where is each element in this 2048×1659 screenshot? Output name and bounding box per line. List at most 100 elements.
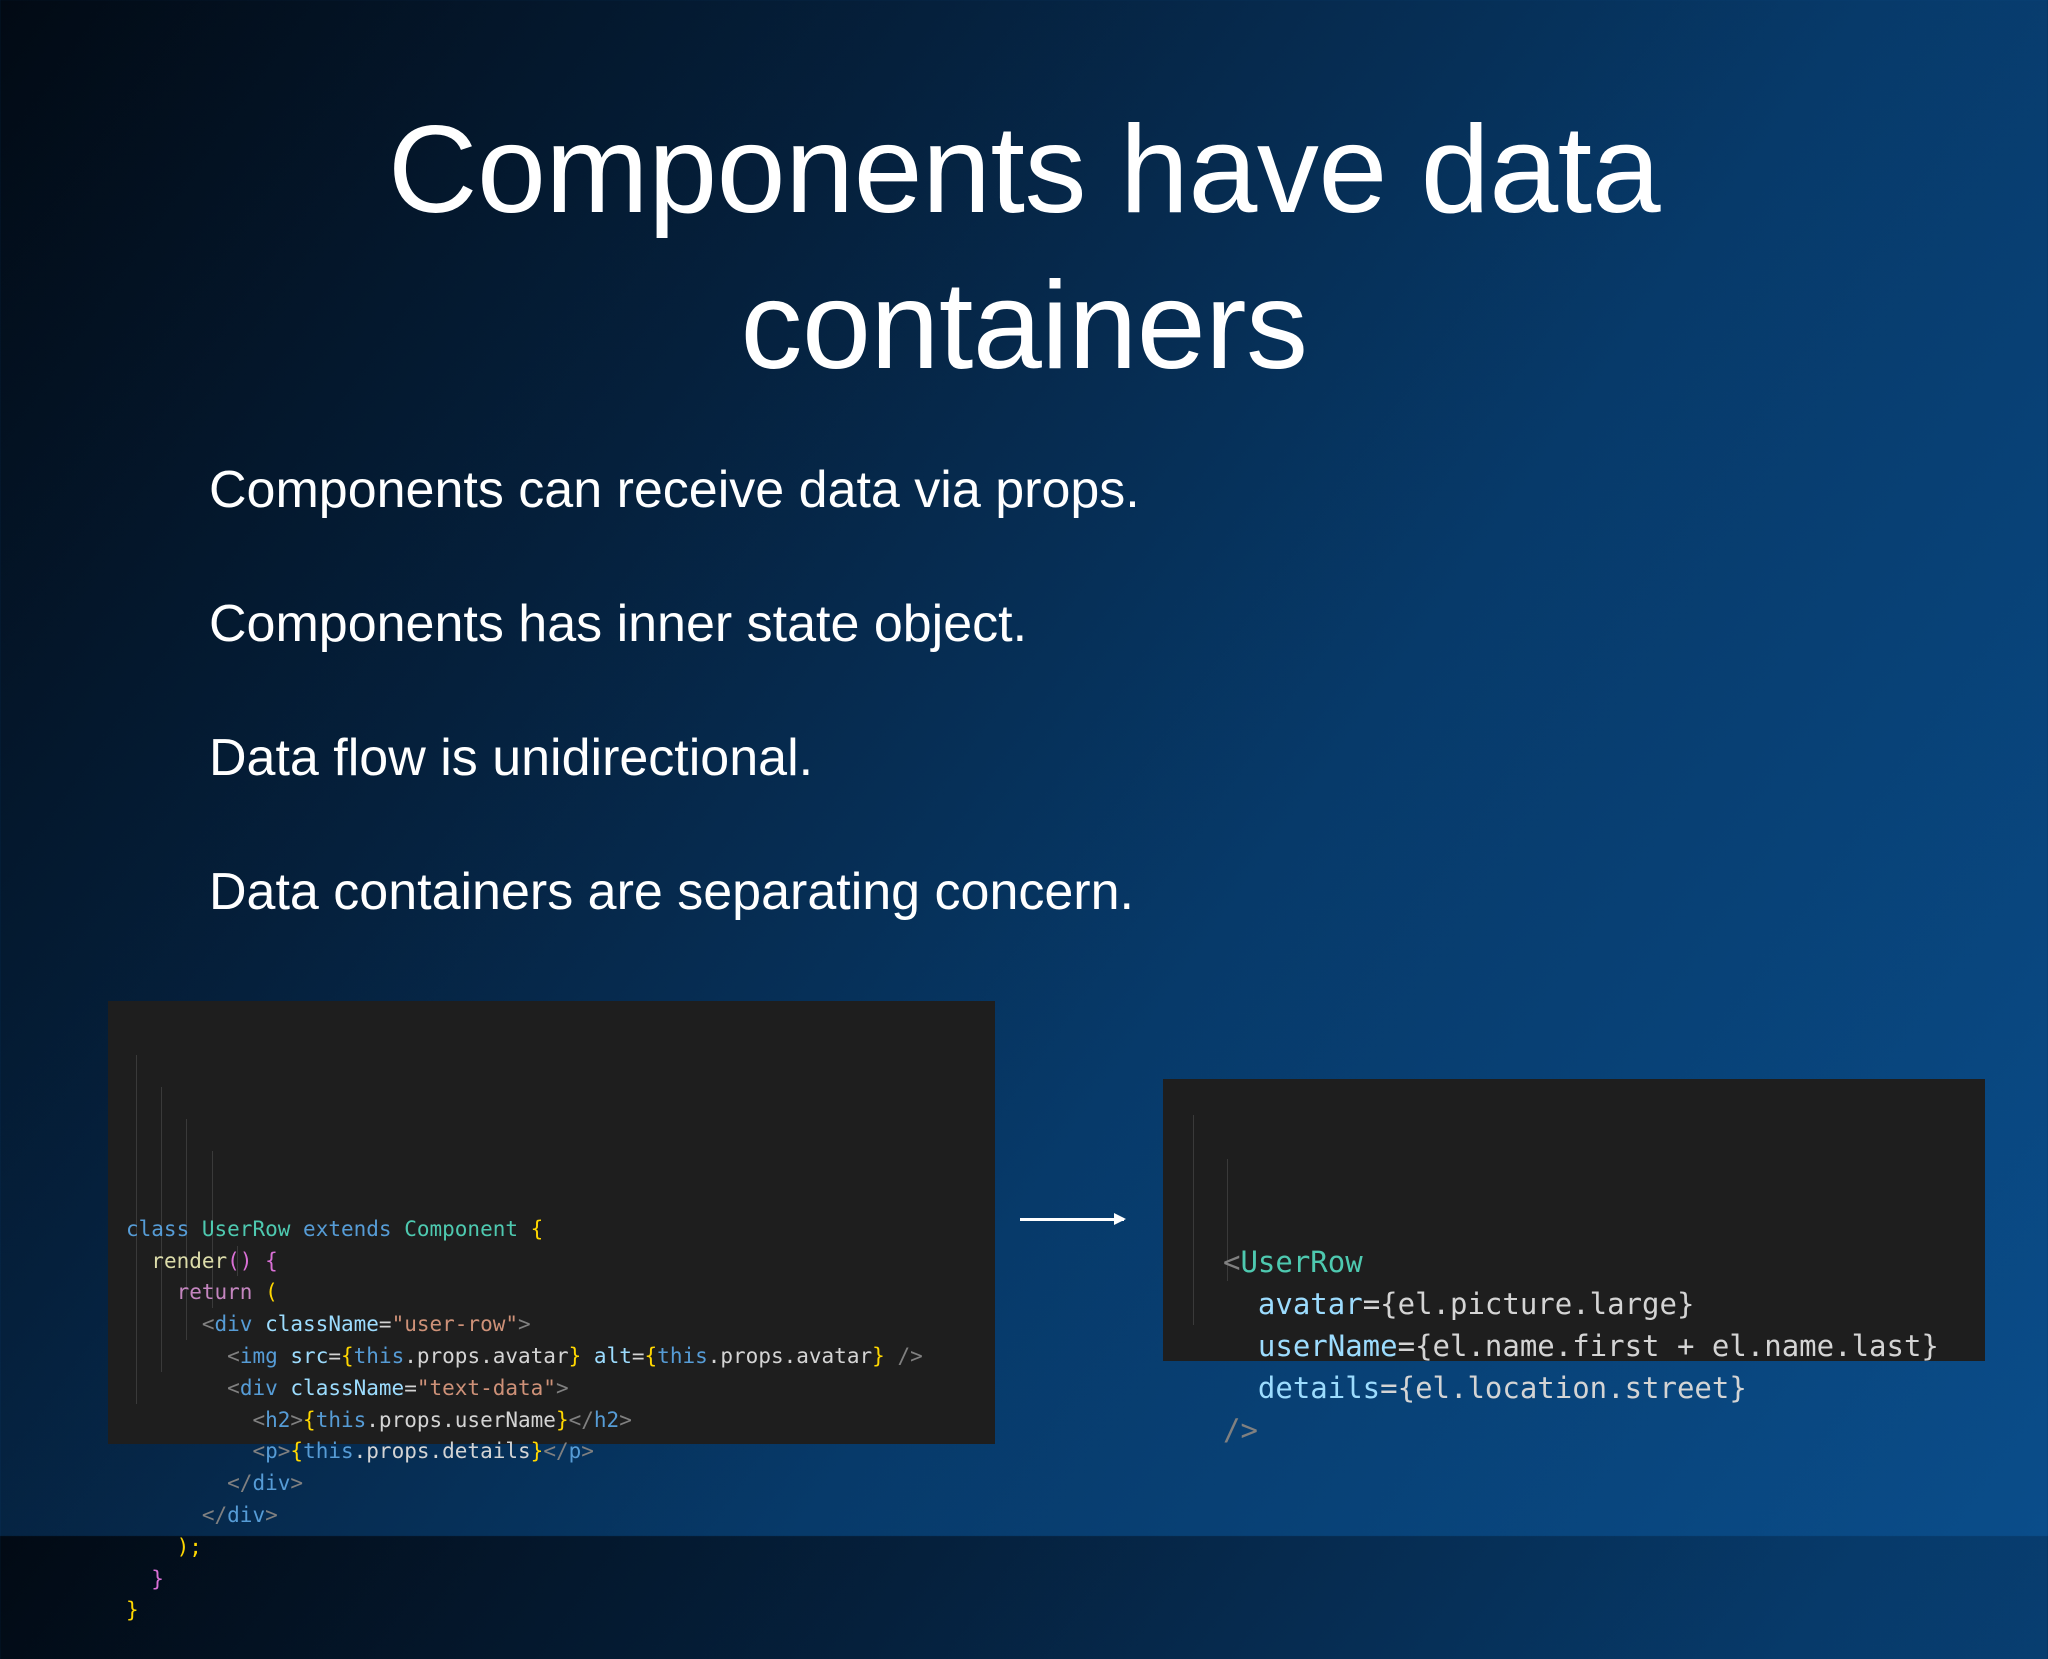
- brace: }: [126, 1598, 139, 1623]
- tag-bracket: >: [555, 1375, 569, 1400]
- indent-guide: [1193, 1115, 1194, 1325]
- bullet-item: Data flow is unidirectional.: [209, 729, 814, 787]
- attr-name: alt: [593, 1343, 632, 1368]
- brace: }: [530, 1439, 544, 1464]
- keyword: class: [126, 1216, 190, 1241]
- code-line: details={el.location.street}: [1223, 1367, 1985, 1409]
- code-block-userrow-usage: <UserRow avatar={el.picture.large} userN…: [1163, 1079, 1985, 1447]
- this-keyword: this: [315, 1407, 367, 1432]
- brace: }: [555, 1407, 569, 1432]
- code-line: />: [1223, 1409, 1985, 1451]
- tag-bracket: >: [277, 1439, 291, 1464]
- slide-title-line-1: Components have data: [387, 101, 1661, 239]
- tag-bracket: </: [543, 1439, 569, 1464]
- tag-bracket: >: [619, 1407, 632, 1432]
- code-line: </div>: [126, 1468, 995, 1500]
- tag-bracket: />: [897, 1343, 923, 1368]
- code-line: class UserRow extends Component {: [126, 1214, 995, 1246]
- indent-guide: [237, 1246, 238, 1276]
- code-line: <h2>{this.props.userName}</h2>: [126, 1405, 995, 1437]
- code-line: <div className="text-data">: [126, 1373, 995, 1405]
- tag-name: div: [252, 1471, 291, 1496]
- indent-guide: [161, 1087, 162, 1372]
- tag-bracket: <: [201, 1312, 215, 1337]
- tag-name: div: [214, 1312, 253, 1337]
- tag-bracket: <: [252, 1407, 266, 1432]
- tag-name: p: [568, 1439, 582, 1464]
- tag-bracket: <: [227, 1375, 240, 1400]
- tag-name: h2: [593, 1407, 620, 1432]
- brace: }: [568, 1343, 582, 1368]
- expression: {el.location.street}: [1397, 1371, 1747, 1405]
- expression: {el.name.first + el.name.last}: [1415, 1329, 1939, 1363]
- keyword: extends: [303, 1216, 392, 1241]
- tag-name: h2: [265, 1407, 291, 1432]
- equals: =: [404, 1375, 417, 1400]
- brace: {: [644, 1343, 658, 1368]
- expression: .props.userName: [366, 1407, 556, 1432]
- equals: =: [328, 1343, 341, 1368]
- class-name: Component: [404, 1216, 519, 1241]
- bullet-item: Components can receive data via props.: [209, 461, 1140, 519]
- brace: {: [290, 1439, 304, 1464]
- indent-guide: [212, 1151, 213, 1308]
- code-line: <p>{this.props.details}</p>: [126, 1436, 995, 1468]
- code-line: <div className="user-row">: [126, 1309, 995, 1341]
- class-name: UserRow: [201, 1216, 291, 1241]
- code-line: }: [126, 1595, 995, 1627]
- code-block-userrow-class: class UserRow extends Component { render…: [108, 1001, 995, 1622]
- code-line: );: [126, 1532, 995, 1564]
- attr-name: className: [290, 1375, 405, 1400]
- tag-bracket: </: [227, 1471, 253, 1496]
- equals: =: [1397, 1329, 1416, 1363]
- code-line: userName={el.name.first + el.name.last}: [1223, 1325, 1985, 1367]
- attr-name: avatar: [1257, 1287, 1363, 1321]
- indent-guide: [136, 1055, 137, 1404]
- this-keyword: this: [303, 1439, 354, 1464]
- code-line: render() {: [126, 1246, 995, 1278]
- code-line: return (: [126, 1277, 995, 1309]
- brace: {: [530, 1216, 544, 1241]
- code-line: <img src={this.props.avatar} alt={this.p…: [126, 1341, 995, 1373]
- method-name: render: [151, 1248, 228, 1273]
- bullet-item: Data containers are separating concern.: [209, 863, 1134, 921]
- brace: }: [872, 1343, 885, 1368]
- tag-bracket: </: [568, 1407, 594, 1432]
- brace: }: [151, 1566, 164, 1591]
- paren: (: [265, 1280, 278, 1305]
- parens: (): [227, 1248, 253, 1273]
- bullet-item: Components has inner state object.: [209, 595, 1028, 653]
- tag-bracket: <: [252, 1439, 266, 1464]
- expression: .props.details: [353, 1439, 531, 1464]
- brace: {: [265, 1248, 278, 1273]
- equals: =: [1380, 1371, 1398, 1405]
- tag-name: p: [265, 1439, 278, 1464]
- paren: );: [176, 1534, 202, 1559]
- code-line: <UserRow: [1223, 1241, 1985, 1283]
- slide-title-line-2: containers: [740, 257, 1308, 395]
- indent-guide: [186, 1119, 187, 1340]
- tag-name: div: [239, 1375, 278, 1400]
- attr-name: userName: [1257, 1329, 1398, 1363]
- component-name: UserRow: [1240, 1245, 1363, 1279]
- string: "user-row": [391, 1312, 518, 1337]
- this-keyword: this: [657, 1343, 708, 1368]
- code-line: avatar={el.picture.large}: [1223, 1283, 1985, 1325]
- equals: =: [378, 1312, 392, 1337]
- code-line: </div>: [126, 1500, 995, 1532]
- brace: {: [303, 1407, 316, 1432]
- tag-bracket: </: [201, 1502, 228, 1527]
- tag-bracket: <: [1223, 1245, 1241, 1279]
- tag-name: div: [227, 1502, 266, 1527]
- tag-bracket: />: [1223, 1413, 1258, 1447]
- expression: .props.avatar: [707, 1343, 873, 1368]
- right-arrow-icon: [1020, 1213, 1126, 1225]
- tag-bracket: >: [290, 1471, 304, 1496]
- equals: =: [631, 1343, 645, 1368]
- expression: .props.avatar: [404, 1343, 569, 1368]
- attr-name: src: [290, 1343, 329, 1368]
- attr-name: details: [1257, 1371, 1381, 1405]
- bullet-list: Components can receive data via props. C…: [209, 460, 1140, 996]
- tag-bracket: >: [518, 1312, 531, 1337]
- tag-bracket: >: [265, 1502, 278, 1527]
